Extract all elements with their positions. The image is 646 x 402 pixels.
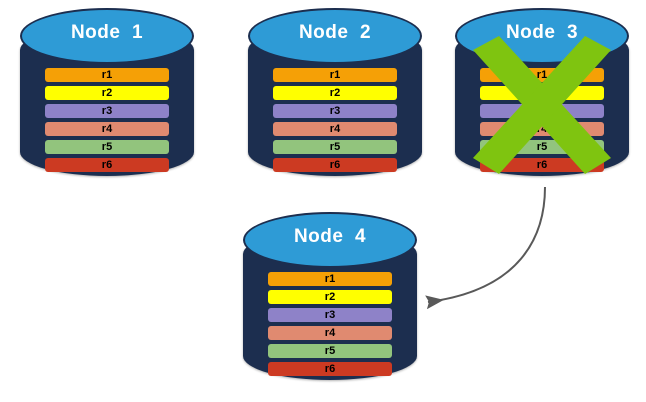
record-bar[interactable]: r5: [268, 344, 392, 358]
cylinder-top-ellipse: [20, 8, 194, 64]
record-list: r1 r2 r3 r4 r5 r6: [273, 68, 397, 172]
node-label: Node 1: [70, 22, 144, 43]
record-bar[interactable]: r2: [273, 86, 397, 100]
record-bar[interactable]: r3: [268, 308, 392, 322]
database-node-1[interactable]: Node 1 r1 r2 r3 r4 r5 r6: [20, 8, 194, 188]
arrow-path: [425, 186, 546, 310]
record-list: r1 r2 r3 r4 r5 r6: [268, 272, 392, 376]
record-bar[interactable]: r1: [480, 68, 604, 82]
record-bar[interactable]: r1: [45, 68, 169, 82]
record-bar[interactable]: r2: [480, 86, 604, 100]
record-bar[interactable]: r3: [480, 104, 604, 118]
record-bar[interactable]: r4: [268, 326, 392, 340]
cylinder-top-ellipse: [248, 8, 422, 64]
record-bar[interactable]: r2: [268, 290, 392, 304]
node-label: Node 2: [298, 22, 372, 43]
record-list: r1 r2 r3 r4 r5 r6: [45, 68, 169, 172]
record-bar[interactable]: r6: [480, 158, 604, 172]
record-bar[interactable]: r1: [273, 68, 397, 82]
node-label: Node 4: [293, 226, 367, 247]
database-node-4[interactable]: Node 4 r1 r2 r3 r4 r5 r6: [243, 212, 417, 392]
record-bar[interactable]: r3: [45, 104, 169, 118]
database-node-3[interactable]: Node 3 r1 r2 r3 r4 r5 r6: [455, 8, 629, 188]
record-bar[interactable]: r6: [268, 362, 392, 376]
record-bar[interactable]: r2: [45, 86, 169, 100]
record-bar[interactable]: r5: [273, 140, 397, 154]
record-bar[interactable]: r1: [268, 272, 392, 286]
record-bar[interactable]: r6: [273, 158, 397, 172]
record-bar[interactable]: r5: [480, 140, 604, 154]
record-list: r1 r2 r3 r4 r5 r6: [480, 68, 604, 172]
record-bar[interactable]: r4: [273, 122, 397, 136]
record-bar[interactable]: r3: [273, 104, 397, 118]
database-node-2[interactable]: Node 2 r1 r2 r3 r4 r5 r6: [248, 8, 422, 188]
cylinder-top-ellipse: [243, 212, 417, 268]
record-bar[interactable]: r5: [45, 140, 169, 154]
record-bar[interactable]: r6: [45, 158, 169, 172]
record-bar[interactable]: r4: [480, 122, 604, 136]
node-label: Node 3: [505, 22, 579, 43]
record-bar[interactable]: r4: [45, 122, 169, 136]
